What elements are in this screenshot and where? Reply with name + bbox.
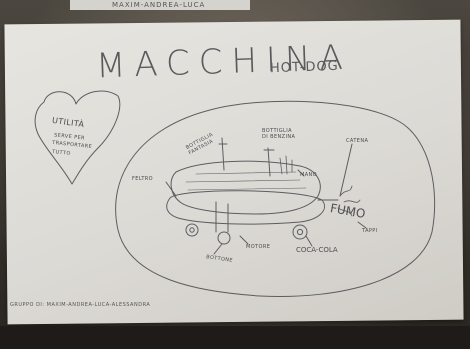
- label-bottiglia-di-benzina: BOTTIGLIA DI BENZINA: [262, 128, 296, 140]
- label-feltro: FELTRO: [132, 176, 153, 182]
- big-oval-outline: [115, 100, 436, 297]
- heart-outline: [34, 90, 121, 185]
- leader-motore: [239, 235, 249, 245]
- label-coca-cola: COCA-COLA: [296, 246, 338, 254]
- group-footer: GRUPPO DI: MAXIM-ANDREA-LUCA-ALESSANDRA: [10, 302, 151, 308]
- label-motore: MOTORE: [246, 244, 271, 250]
- label-mano: MANO: [300, 172, 318, 178]
- car-hatching: [185, 171, 307, 191]
- leader-feltro: [165, 181, 177, 197]
- engine-tube: [215, 201, 229, 233]
- bottle-fantasia: [218, 137, 228, 171]
- smoke-curls: [337, 185, 361, 217]
- car-body: [170, 160, 321, 215]
- leader-tappi: [357, 221, 367, 229]
- wheel-left-hub: [189, 227, 195, 233]
- label-tappi: TAPPI: [362, 228, 378, 234]
- button-motor: [217, 231, 231, 245]
- paper-strip-top: [70, 0, 250, 10]
- wheel-right: [292, 224, 308, 240]
- table-shadow-bottom: [0, 326, 470, 349]
- wheel-right-hub: [296, 228, 304, 236]
- leader-bottone: [213, 243, 223, 255]
- mano-hand: [279, 155, 293, 175]
- label-catena: CATENA: [346, 138, 369, 144]
- wheel-left: [185, 223, 199, 237]
- leader-cocacola: [305, 235, 313, 247]
- leader-catena: [339, 143, 353, 197]
- hotdog-bun: [166, 190, 325, 225]
- leader-mano: [297, 169, 305, 177]
- strip-handwriting: MAXIM-ANDREA-LUCA: [112, 1, 206, 9]
- bottle-benzina: [263, 147, 275, 177]
